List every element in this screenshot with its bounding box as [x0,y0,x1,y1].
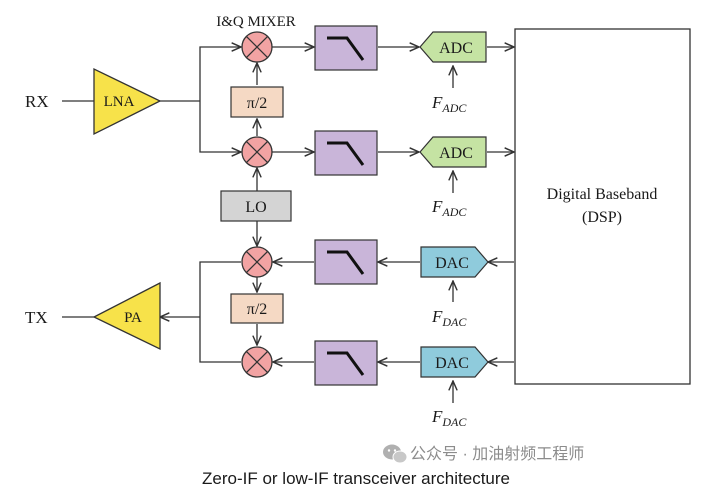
rx-i-filter [314,25,378,71]
phase-shifter-box [230,293,284,324]
tx-i-mixer [241,246,273,278]
tx-q-filter [314,340,378,386]
diagram-caption: Zero-IF or low-IF transceiver architectu… [202,469,510,488]
tx-phase-shift-label: π/2 [247,301,268,318]
f-symbol: F [431,307,443,326]
f-adc-clock-label: FADC [431,197,467,219]
lo-label: LO [245,199,266,216]
f-dac-subscript: DAC [441,315,467,329]
tx-q-mixer [241,346,273,378]
mixer-group-label: I&Q MIXER [216,14,296,30]
rx-phase-shift-label: π/2 [247,95,268,112]
adc-shape [419,31,487,63]
f-adc-subscript: ADC [441,101,467,115]
f-symbol: F [431,93,443,112]
rx-label: RX [25,92,49,111]
rx-q-filter [314,130,378,176]
tx-i-dac: DAC [420,246,489,278]
dac-label: DAC [435,255,469,272]
rx-q-mixer [241,136,273,168]
dsp-title-line2: (DSP) [582,209,622,226]
f-dac-subscript: DAC [441,415,467,429]
watermark-text: 公众号 · 加油射频工程师 [410,445,584,463]
rx-q-adc: ADC [419,136,487,168]
dac-shape [420,346,489,378]
rx-i-branch-wire [199,47,241,101]
dsp-title-line1: Digital Baseband [547,186,658,203]
pa-amplifier-shape [92,281,161,351]
filter-box [314,239,378,285]
rx-i-mixer [241,31,273,63]
lowpass-filter-icon [327,141,365,166]
lowpass-filter-icon [327,250,365,275]
wechat-icon [383,444,408,464]
tx-label: TX [25,308,48,327]
watermark: 公众号 · 加油射频工程师 [383,444,584,464]
f-symbol: F [431,407,443,426]
pa-block: PA [92,281,161,351]
filter-box [314,25,378,71]
dsp-block: Digital Baseband (DSP) [514,28,691,385]
adc-label: ADC [439,40,473,57]
tx-q-dac: DAC [420,346,489,378]
lna-amplifier-shape [93,67,162,136]
filter-box [314,130,378,176]
f-adc-clock-label: FADC [431,93,467,115]
f-dac-clock-label: FDAC [431,407,467,429]
adc-shape [419,136,487,168]
tx-q-combine-wire [199,317,241,363]
signal-wires [62,47,514,403]
dac-label: DAC [435,355,469,372]
multiply-icon [245,140,269,164]
f-symbol: F [431,197,443,216]
lowpass-filter-icon [327,351,365,376]
lna-block: LNA [93,67,162,136]
tx-i-filter [314,239,378,285]
f-adc-subscript: ADC [441,205,467,219]
lo-box [220,190,292,222]
lo-block: LO [220,190,292,222]
multiply-icon [245,350,269,374]
tx-i-combine-wire [199,261,241,317]
adc-label: ADC [439,145,473,162]
multiply-icon [245,35,269,59]
rx-q-branch-wire [199,101,241,152]
lowpass-filter-icon [327,36,365,61]
multiply-icon [245,250,269,274]
dsp-box [514,28,691,385]
f-dac-clock-label: FDAC [431,307,467,329]
lna-label: LNA [104,94,135,110]
filter-box [314,340,378,386]
dac-shape [420,246,489,278]
rx-phase-shifter: π/2 [230,86,284,118]
tx-phase-shifter: π/2 [230,293,284,324]
phase-shifter-box [230,86,284,118]
rx-i-adc: ADC [419,31,487,63]
pa-label: PA [124,310,142,326]
